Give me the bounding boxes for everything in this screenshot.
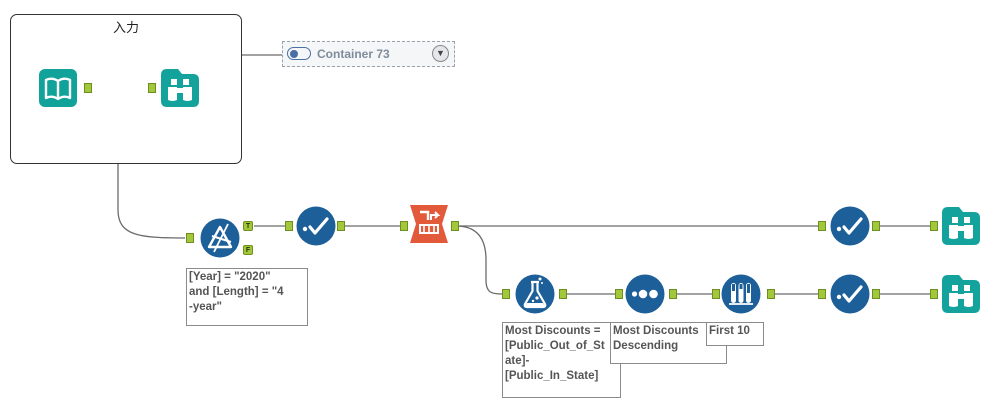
checkmark-icon bbox=[830, 206, 870, 246]
union-output-anchor[interactable] bbox=[451, 221, 459, 231]
checkmark-icon bbox=[830, 274, 870, 314]
binoculars-icon bbox=[942, 275, 980, 313]
union-icon bbox=[410, 205, 448, 243]
input-output-anchor[interactable] bbox=[84, 83, 92, 93]
sort-annotation: Most Discounts Descending bbox=[610, 322, 727, 364]
container-enable-toggle[interactable] bbox=[287, 47, 311, 60]
filter-false-anchor[interactable]: F bbox=[243, 245, 253, 255]
formula-annotation: Most Discounts = [Public_Out_of_St ate]-… bbox=[502, 322, 621, 398]
binoculars-icon bbox=[161, 69, 199, 107]
browse-tool-container[interactable] bbox=[160, 68, 200, 108]
wire-union-to-formula bbox=[455, 225, 503, 295]
select2-output-anchor[interactable] bbox=[872, 221, 880, 231]
filter-triangle-icon bbox=[200, 218, 240, 258]
union-tool[interactable] bbox=[409, 204, 449, 244]
filter-input-anchor[interactable] bbox=[186, 233, 194, 243]
book-icon bbox=[39, 69, 77, 107]
input-data-tool[interactable] bbox=[38, 68, 78, 108]
filter-annotation: [Year] = "2020" and [Length] = "4 -year" bbox=[186, 268, 308, 326]
union-input-anchor[interactable] bbox=[400, 221, 408, 231]
chevron-down-icon: ▼ bbox=[436, 48, 445, 58]
sort-tool[interactable] bbox=[625, 274, 665, 314]
flask-icon bbox=[515, 274, 555, 314]
select1-output-anchor[interactable] bbox=[337, 221, 345, 231]
input-container-title: 入力 bbox=[112, 20, 139, 35]
binoculars-icon bbox=[942, 207, 980, 245]
browse-tool-bottom[interactable] bbox=[941, 274, 981, 314]
select3-output-anchor[interactable] bbox=[872, 289, 880, 299]
toggle-knob bbox=[290, 49, 298, 58]
filter-tool[interactable] bbox=[200, 218, 240, 258]
select-tool-2[interactable] bbox=[830, 206, 870, 246]
dots-icon bbox=[625, 274, 665, 314]
sample-tool[interactable] bbox=[721, 274, 761, 314]
formula-tool[interactable] bbox=[515, 274, 555, 314]
select1-input-anchor[interactable] bbox=[285, 221, 293, 231]
test-tubes-icon bbox=[721, 274, 761, 314]
filter-true-anchor[interactable]: T bbox=[243, 221, 253, 231]
browse3-input-anchor[interactable] bbox=[930, 289, 938, 299]
sort-output-anchor[interactable] bbox=[669, 289, 677, 299]
select2-input-anchor[interactable] bbox=[818, 221, 826, 231]
container-73-label: Container 73 bbox=[317, 47, 390, 61]
sample-annotation: First 10 bbox=[706, 322, 764, 346]
sample-input-anchor[interactable] bbox=[712, 289, 720, 299]
checkmark-icon bbox=[296, 206, 336, 246]
sort-input-anchor[interactable] bbox=[615, 289, 623, 299]
formula-input-anchor[interactable] bbox=[502, 289, 510, 299]
expand-container-button[interactable]: ▼ bbox=[432, 45, 449, 62]
container-73[interactable]: Container 73 ▼ bbox=[282, 41, 455, 67]
select-tool-3[interactable] bbox=[830, 274, 870, 314]
select-tool-1[interactable] bbox=[296, 206, 336, 246]
browse-tool-top[interactable] bbox=[941, 206, 981, 246]
formula-output-anchor[interactable] bbox=[559, 289, 567, 299]
browse2-input-anchor[interactable] bbox=[930, 221, 938, 231]
browse-input-anchor[interactable] bbox=[148, 83, 156, 93]
sample-output-anchor[interactable] bbox=[767, 289, 775, 299]
select3-input-anchor[interactable] bbox=[818, 289, 826, 299]
